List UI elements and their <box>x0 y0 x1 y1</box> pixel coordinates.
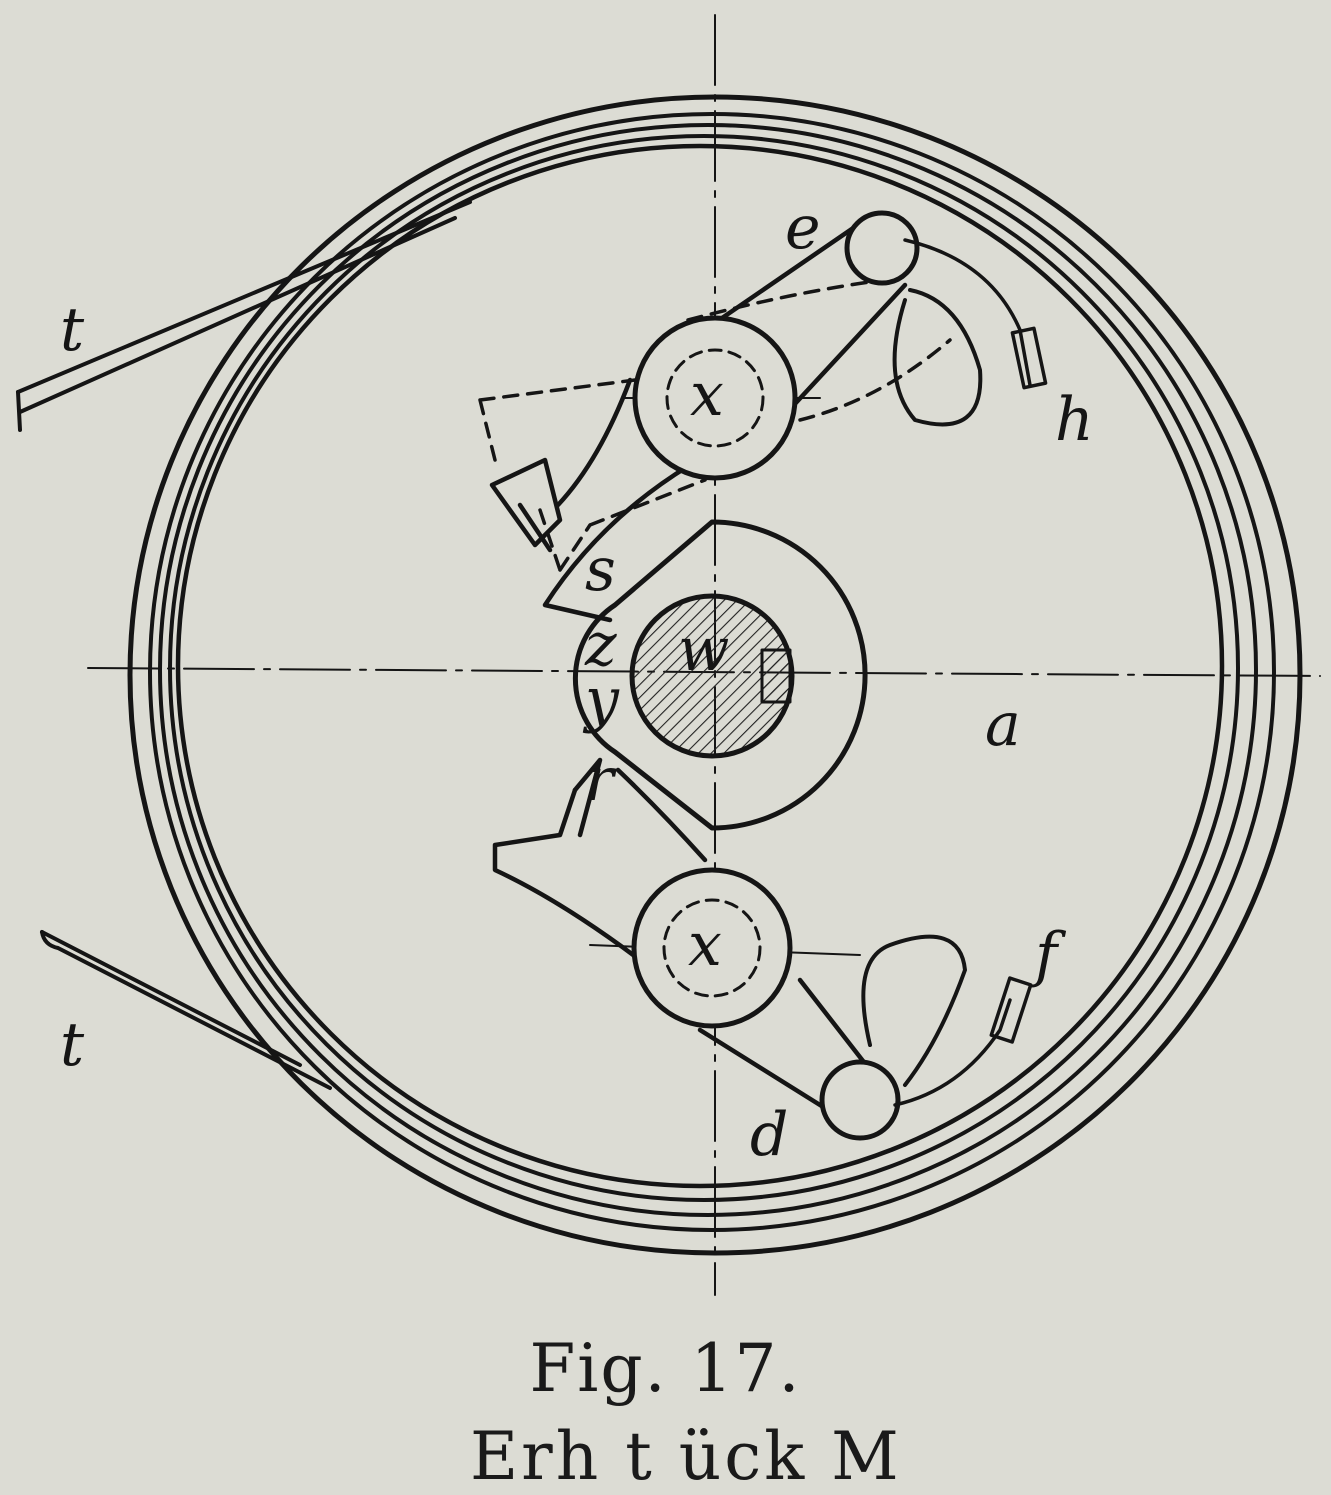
shaft-key <box>760 648 792 704</box>
spring-h-clip <box>1010 326 1048 390</box>
label-s: s <box>585 535 616 605</box>
label-d: d <box>750 1100 788 1170</box>
label-z: z <box>584 610 617 680</box>
spring-h <box>892 288 983 427</box>
spring-f-leaf <box>893 998 1012 1107</box>
label-r: r <box>585 745 617 815</box>
spring-f <box>861 934 967 1087</box>
roller-e <box>844 210 920 286</box>
lower-pawl-lever <box>492 767 873 1113</box>
spring-h-leaf <box>903 238 1032 387</box>
shaft-w <box>629 593 795 759</box>
band-upper <box>16 200 472 432</box>
label-t-upper: t <box>60 295 85 365</box>
label-a: a <box>985 690 1021 760</box>
figure-caption: Fig. 17. <box>529 1330 802 1407</box>
spring-f-clip <box>989 976 1033 1044</box>
lower-segment-teeth <box>489 457 563 553</box>
label-t-lower: t <box>60 1010 85 1080</box>
label-e: e <box>785 193 821 263</box>
eccentric-upper <box>632 315 798 481</box>
partial-text-line: Erh t ück M <box>470 1418 902 1495</box>
lower-pawl-tooth <box>572 757 603 838</box>
label-h: h <box>1055 385 1094 455</box>
label-w: w <box>678 615 729 685</box>
central-hub <box>572 519 868 831</box>
upper-pawl-lever <box>542 219 908 623</box>
label-x-upper: x <box>690 360 724 430</box>
mechanism-diagram: t t e h x x w a s z y r f d <box>16 14 1321 1296</box>
eccentric-lower <box>631 867 793 1029</box>
outer-drum-rings <box>127 94 1303 1256</box>
label-x-lower: x <box>688 910 722 980</box>
label-f: f <box>1031 920 1067 990</box>
label-y: y <box>582 665 620 735</box>
upper-pawl-dashed <box>478 276 952 572</box>
roller-d <box>819 1059 901 1141</box>
band-lower <box>40 930 332 1090</box>
